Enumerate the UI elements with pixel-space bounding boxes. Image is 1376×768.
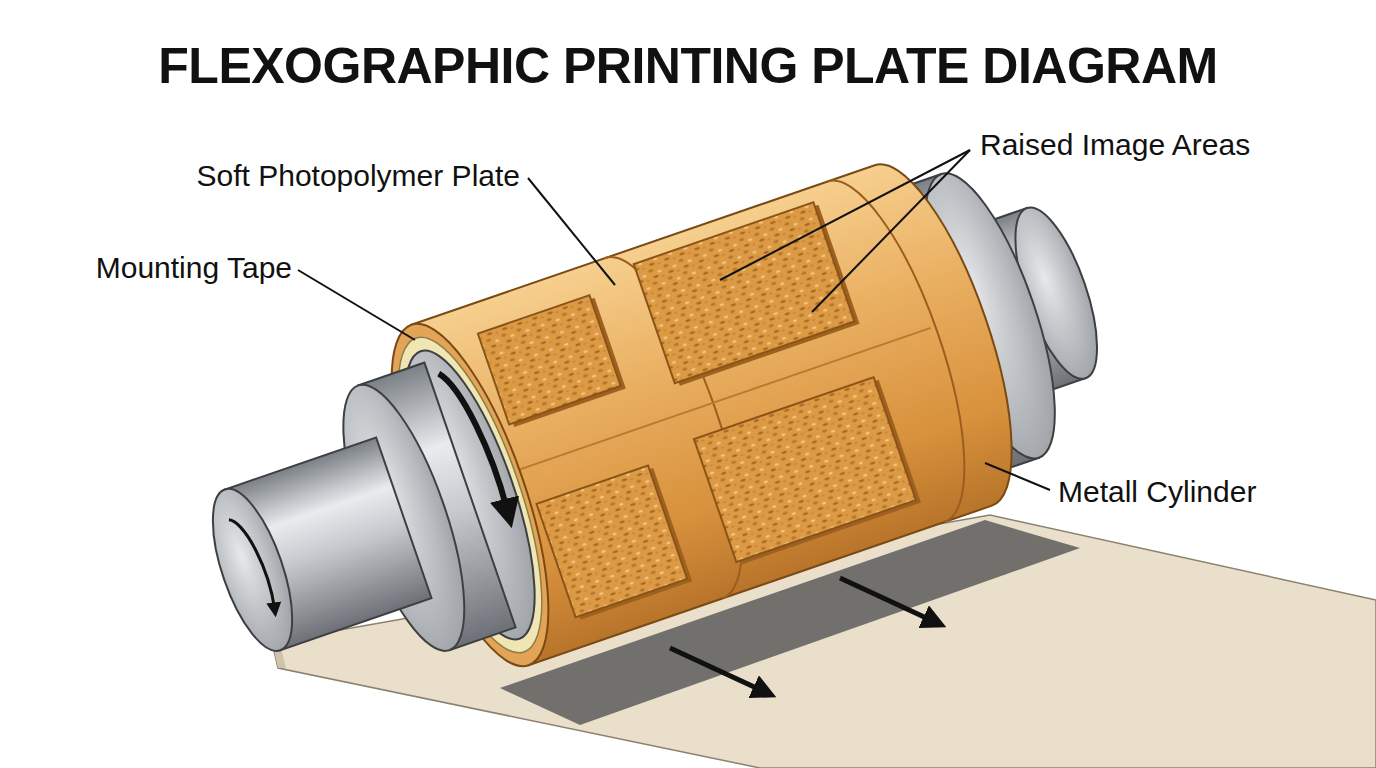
- part-label: Mounting Tape: [94, 250, 294, 286]
- leader-line: [528, 178, 615, 285]
- part-label: Raised Image Areas: [978, 127, 1252, 163]
- motion-arrow: [840, 578, 935, 622]
- raised-image-areas: [478, 295, 621, 424]
- leader-line: [985, 463, 1050, 490]
- part-label: Metall Cylinder: [1056, 474, 1258, 510]
- leader-lines: [298, 150, 1050, 490]
- leader-line: [720, 150, 970, 280]
- diagram-title: FLEXOGRAPHIC PRINTING PLATE DIAGRAM: [0, 36, 1376, 96]
- raised-image-areas: [694, 377, 916, 562]
- raised-image-areas: [536, 465, 687, 617]
- shaft-end: [196, 480, 308, 660]
- part-label: Soft Photopolymer Plate: [194, 158, 522, 194]
- rotation-arrow: [229, 514, 278, 614]
- raised-image-areas: [634, 202, 855, 383]
- leader-line: [812, 150, 970, 312]
- plate-cylinder: [166, 113, 1144, 750]
- motion-arrow: [670, 648, 765, 692]
- leader-line: [298, 270, 415, 340]
- rotation-arrow: [439, 366, 510, 520]
